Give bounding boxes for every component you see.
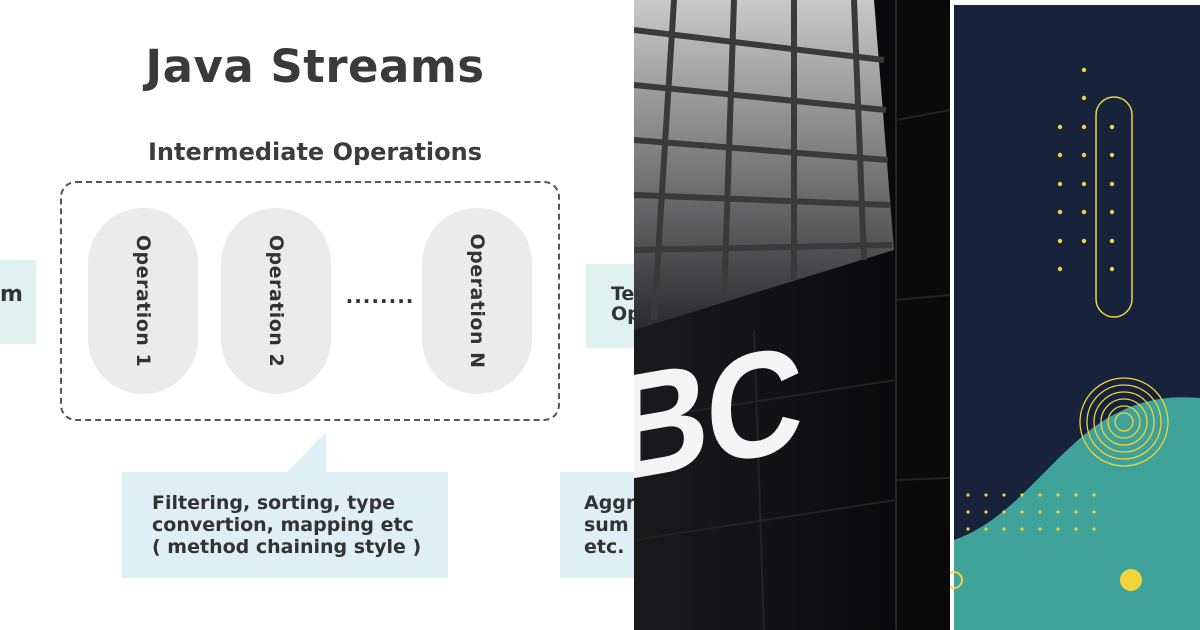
decorative-graphic-art	[950, 5, 1200, 630]
java-streams-diagram: Java Streams Intermediate Operations m O…	[0, 40, 634, 578]
source-box-label: m	[0, 282, 23, 307]
decorative-graphic	[950, 0, 1200, 630]
building-photo: BC	[634, 0, 950, 630]
callout-pointer	[286, 432, 326, 473]
terminal-callout: Aggr sum etc.	[560, 472, 634, 578]
operation-pill-1: Operation 1	[88, 208, 198, 394]
operation-label-1: Operation 1	[132, 234, 154, 368]
diagram-subtitle: Intermediate Operations	[147, 138, 483, 166]
building-photo-art	[634, 0, 950, 630]
building-sign-text: BC	[634, 312, 800, 514]
terminal-operation-label: Te Op	[611, 283, 634, 325]
source-box: m	[0, 260, 36, 344]
operation-pill-n: Operation N	[422, 208, 532, 394]
intermediate-callout: Filtering, sorting, type convertion, map…	[122, 472, 448, 578]
diagram-title: Java Streams	[145, 40, 485, 93]
intermediate-operations-group	[60, 181, 560, 421]
intermediate-callout-text: Filtering, sorting, type convertion, map…	[152, 492, 422, 558]
terminal-callout-text: Aggr sum etc.	[584, 492, 634, 558]
operation-label-2: Operation 2	[265, 234, 287, 368]
terminal-operation-box: Te Op	[586, 264, 634, 348]
operation-pill-2: Operation 2	[221, 208, 331, 394]
operation-label-n: Operation N	[466, 233, 488, 369]
operations-ellipsis: ........	[345, 284, 415, 308]
